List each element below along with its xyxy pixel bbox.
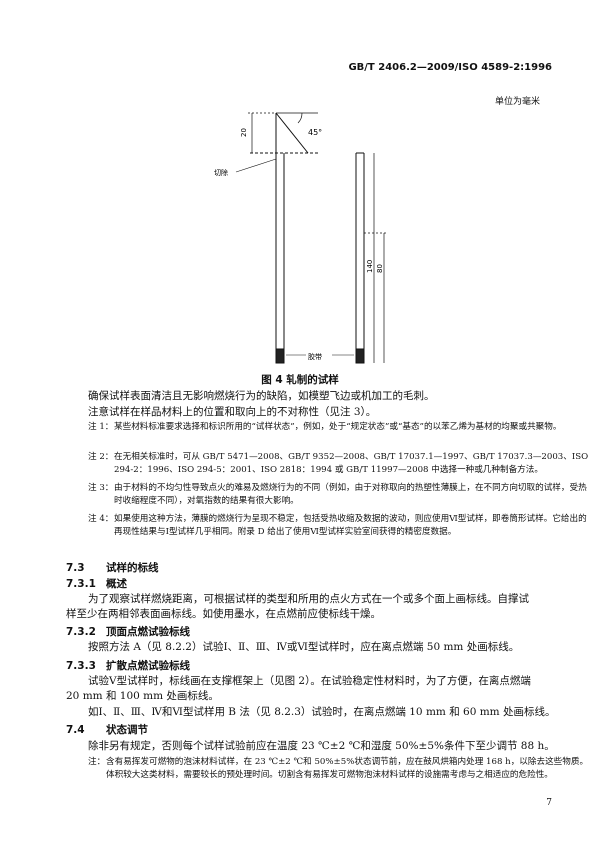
- dim-140: 140: [366, 260, 374, 273]
- dim-angle: 45°: [308, 128, 322, 137]
- standard-header: GB/T 2406.2—2009/ISO 4589-2:1996: [348, 62, 552, 73]
- note-4: 注 4： 如果使用这种方法，薄膜的燃烧行为呈现不稳定，包括受热收缩及数据的波动，…: [88, 514, 587, 537]
- unit-note: 单位为毫米: [494, 97, 540, 107]
- right-specimen: [355, 152, 365, 364]
- dim-80: 80: [376, 264, 384, 273]
- section-7-3-3-line-3: 如Ⅰ、Ⅱ、Ⅲ、Ⅳ和Ⅵ型试样用 B 法（见 8.2.3）试验时，在离点燃端 10 …: [88, 706, 556, 718]
- section-7-3-2-text: 按照方法 A（见 8.2.2）试验Ⅰ、Ⅱ、Ⅲ、Ⅳ或Ⅵ型试样时，应在离点燃端 50…: [88, 641, 520, 653]
- page-number: 7: [546, 798, 552, 808]
- paragraph-2: 注意试样在样品材料上的位置和取向上的不对称性（见注 3）。: [88, 406, 377, 418]
- section-7-3-3-line-1: 试验Ⅴ型试样时，标线画在支撑框架上（见图 2）。在试验稳定性材料时，为了方便，在…: [88, 675, 531, 687]
- figure-rolled-specimen: 45° 20 切除 140 80 胶带: [214, 112, 388, 364]
- paragraph-1: 确保试样表面清洁且无影响燃烧行为的缺陷，如模塑飞边或机加工的毛刺。: [88, 390, 435, 402]
- note-3: 注 3： 由于材料的不均匀性导致点火的难易及燃烧行为的不同（例如，由于对称取向的…: [88, 483, 587, 506]
- label-tape: 胶带: [308, 352, 322, 361]
- dim-20: 20: [240, 128, 248, 137]
- section-7-3-1-line-1: 为了观察试样燃烧距离，可根据试样的类型和所用的点火方式在一个或多个面上画标线。自…: [88, 593, 529, 605]
- section-7-4-text: 除非另有规定，否则每个试样试验前应在温度 23 ℃±2 ℃和湿度 50%±5%条…: [88, 740, 555, 752]
- label-cut: 切除: [214, 168, 228, 177]
- note-2: 注 2： 在无相关标准时，可从 GB/T 5471—2008、GB/T 9352…: [88, 452, 589, 475]
- note-1: 注 1： 某些材料标准要求选择和标识所用的“试样状态”，例如，处于“规定状态”或…: [88, 422, 562, 432]
- section-7-4-note: 注： 含有易挥发可燃物的泡沫材料试样，在 23 ℃±2 ℃和 50%±5%状态调…: [88, 757, 589, 780]
- figure-caption: 图 4 轧制的试样: [261, 374, 339, 386]
- left-specimen: [250, 112, 318, 364]
- section-7-3-1-line-2: 样至少在两相邻表面画标线。如使用墨水，在点燃前应使标线干燥。: [66, 608, 381, 620]
- section-7-3-3-line-2: 20 mm 和 100 mm 处画标线。: [66, 690, 219, 702]
